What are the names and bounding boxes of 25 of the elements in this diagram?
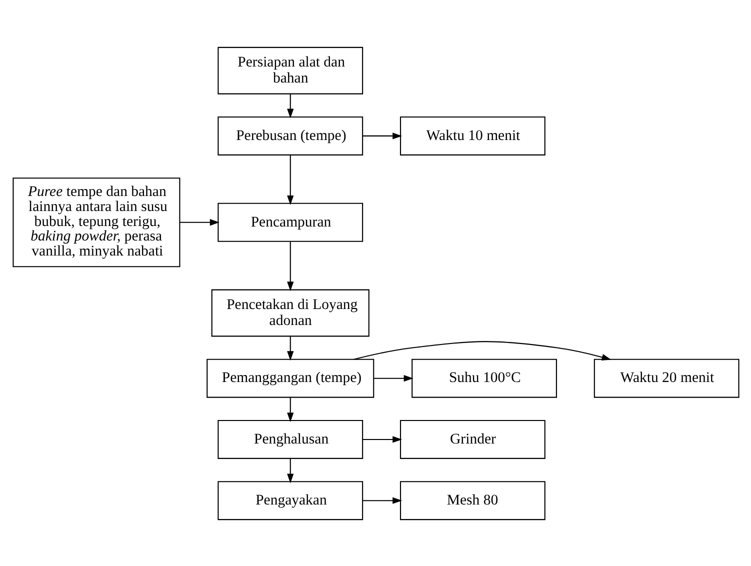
arrow xyxy=(286,241,294,291)
node-box: Pemanggangan (tempe) xyxy=(206,358,374,398)
node-box: Persiapan alat dan bahan xyxy=(217,46,363,94)
arrow xyxy=(286,94,294,118)
node-box: Suhu 100°C xyxy=(411,358,556,398)
node-box: Waktu 20 menit xyxy=(593,358,739,398)
arrow xyxy=(362,132,402,139)
node-box: Penghalusan xyxy=(217,419,363,458)
node-box: Pengayakan xyxy=(217,480,363,520)
arrow xyxy=(286,154,294,204)
arrow xyxy=(286,336,294,360)
node-box: Puree tempe dan bahan lainnya antara lain susu bubuk, tepung terigu, baking powder, perasa vanilla, minyak nabati xyxy=(12,177,180,267)
arrow xyxy=(286,396,294,422)
node-box: Pencetakan di Loyang adonan xyxy=(210,288,369,336)
arrow xyxy=(362,496,402,504)
node-box: Grinder xyxy=(399,419,545,458)
arrow xyxy=(373,374,413,382)
arrow xyxy=(353,340,611,360)
node-box: Pencampuran xyxy=(217,202,363,242)
node-box: Mesh 80 xyxy=(399,480,545,520)
arrow xyxy=(179,218,219,226)
node-box: Perebusan (tempe) xyxy=(217,116,363,155)
arrow xyxy=(286,458,294,483)
arrow xyxy=(362,436,402,442)
node-box: Waktu 10 menit xyxy=(399,116,545,155)
